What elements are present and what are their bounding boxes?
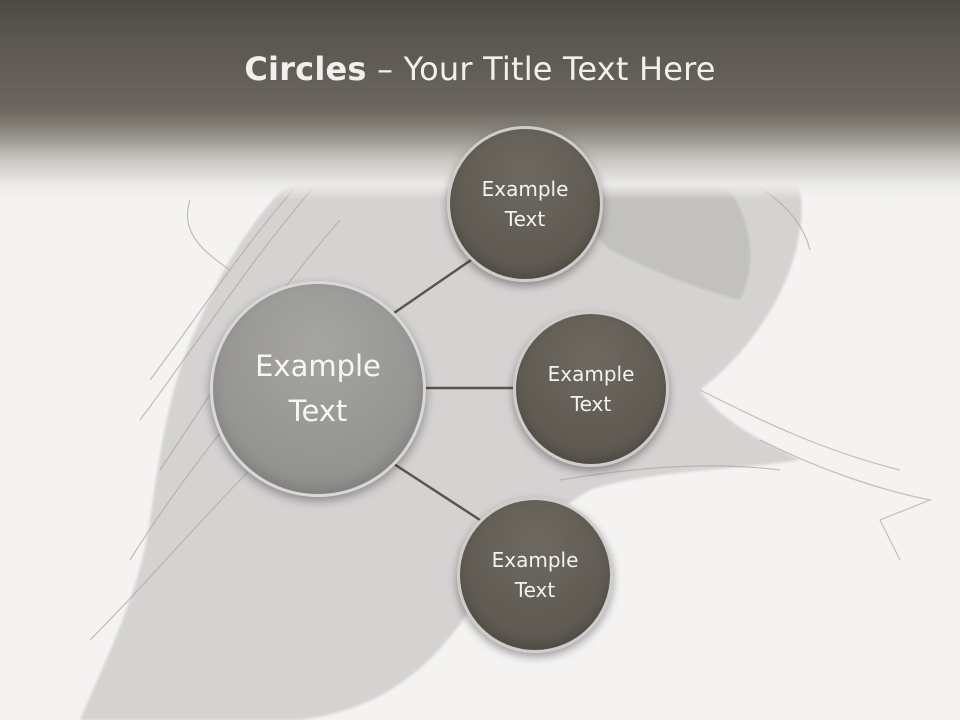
satellite-circle-label: Example Text xyxy=(547,362,635,416)
satellite-circle-label: Example Text xyxy=(491,548,579,602)
main-circle-label: Example Text xyxy=(255,349,381,428)
satellite-circle-top[interactable]: Example Text xyxy=(447,126,603,282)
slide-title: Circles – Your Title Text Here xyxy=(0,50,960,88)
connector-line-top xyxy=(393,256,475,315)
title-rest-part: – Your Title Text Here xyxy=(366,50,716,88)
satellite-circle-bottom[interactable]: Example Text xyxy=(457,497,613,653)
title-bold-part: Circles xyxy=(244,50,367,88)
satellite-circle-label: Example Text xyxy=(481,177,569,231)
main-circle[interactable]: Example Text xyxy=(210,281,426,497)
satellite-circle-middle[interactable]: Example Text xyxy=(513,311,669,467)
connector-line-bottom xyxy=(393,462,481,522)
